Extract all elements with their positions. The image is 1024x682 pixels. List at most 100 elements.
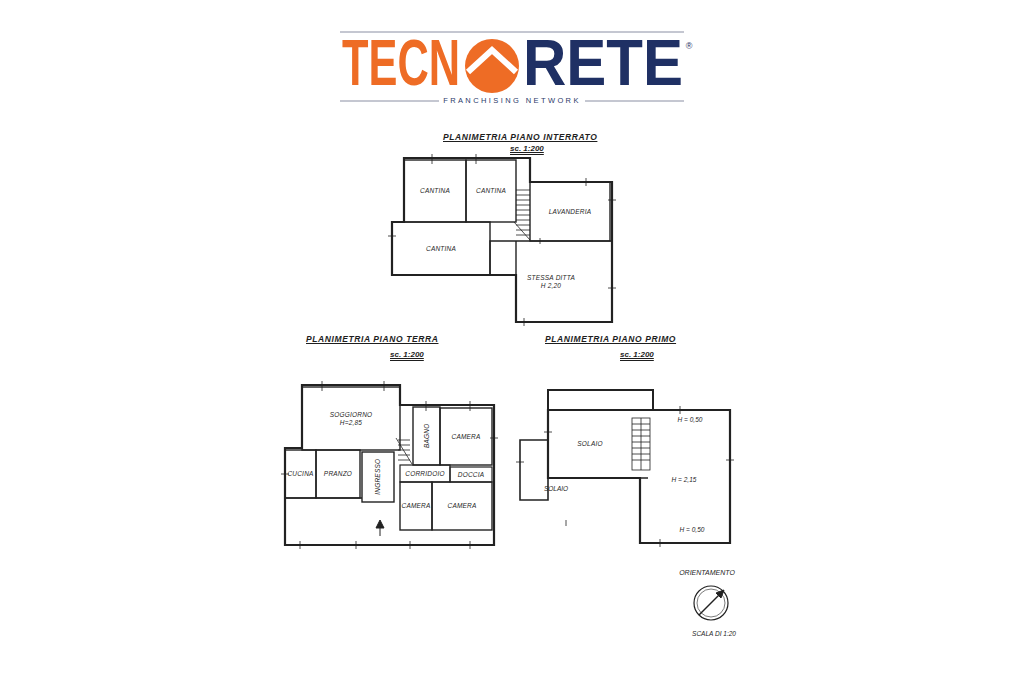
plan-line [680, 406, 681, 414]
plan-line [514, 222, 530, 240]
plan-title: PLANIMETRIA PIANO INTERRATO [443, 132, 597, 142]
room: CUCINA [285, 450, 316, 498]
plan-line [384, 381, 385, 391]
first-floor-walls [516, 390, 734, 547]
outer-wall [548, 410, 730, 543]
plan-line [432, 154, 433, 164]
plan-line [544, 432, 552, 433]
room-name: SOLAIO [577, 440, 602, 447]
room-name: PRANZO [324, 470, 352, 477]
room-name: DOCCIA [458, 471, 484, 478]
logo-text: TECN [342, 31, 460, 95]
outer-wall [520, 440, 548, 500]
plan-line [608, 200, 616, 201]
plan-line [470, 541, 471, 549]
stair-symbol [396, 438, 412, 464]
room: DOCCIA [450, 467, 492, 482]
ground-floor-walls [281, 381, 498, 549]
wall-ticks [388, 154, 616, 326]
wall [530, 182, 610, 241]
room: CANTINA [466, 160, 516, 222]
plan-title: PLANIMETRIA PIANO TERRA [306, 334, 438, 344]
room: SOGGIORNOH=2,85 [302, 387, 400, 450]
wall [432, 482, 492, 530]
wall [302, 387, 400, 450]
plan-line [516, 230, 530, 231]
plan-line [516, 210, 530, 211]
registered-mark: ® [686, 42, 693, 51]
room-name: CAMERA [447, 502, 476, 509]
logo-circle [465, 39, 519, 93]
logo-roof [468, 50, 516, 72]
plan-line [470, 401, 471, 411]
room: CANTINA [392, 222, 490, 275]
plan-line [322, 381, 323, 391]
wall [285, 450, 316, 498]
plan-scale: sc. 1:200 [390, 350, 424, 359]
height-note: H = 0,50 [680, 527, 705, 534]
room: BAGNO [413, 407, 440, 465]
plan-line [396, 438, 412, 464]
plan-scale: sc. 1:200 [510, 144, 544, 153]
room-name: CORRIDOIO [405, 470, 444, 477]
plan-line [726, 460, 734, 461]
plan-line [516, 195, 530, 196]
room: CAMERA [400, 482, 432, 530]
plan-line [716, 590, 724, 598]
plan-line [516, 215, 530, 216]
compass-symbol [694, 586, 728, 620]
room-name: INGRESSO [374, 459, 381, 495]
room: PRANZO [316, 450, 360, 498]
room-name: CAMERA [401, 502, 430, 509]
wall [515, 241, 516, 322]
compass-title: ORIENTAMENTO [679, 569, 735, 576]
plan-line [524, 318, 525, 326]
wall [450, 467, 492, 482]
plan-line [398, 455, 410, 456]
floor-plan: PLANIMETRIA PIANO PRIMOsc. 1:200SOLAIO [514, 330, 736, 546]
room-name: CAMERA [451, 433, 480, 440]
wall-ticks [516, 406, 734, 547]
room-name: STESSA DITTA [527, 274, 575, 281]
plan-line [388, 236, 396, 237]
room-height: H 2,20 [541, 282, 561, 289]
wall [316, 450, 360, 498]
plan-line [426, 401, 427, 411]
room: STESSA DITTAH 2,20 [490, 241, 612, 322]
plan-line [476, 154, 477, 164]
plan-line [694, 586, 728, 620]
logo-tagline: FRANCHISING NETWORK [439, 97, 585, 105]
plan-line [300, 541, 301, 549]
wall [466, 160, 516, 222]
plan-line [608, 288, 616, 289]
plan-line [516, 205, 530, 206]
wall [362, 452, 394, 502]
outer-wall [392, 158, 612, 322]
plan-line [516, 225, 530, 226]
outer-wall [285, 385, 494, 545]
wall-ticks [281, 381, 498, 549]
room-name: SOGGIORNO [330, 411, 373, 418]
room-name: SOLAIO [544, 486, 568, 493]
height-note: H = 0,50 [678, 417, 703, 424]
plan-line [516, 462, 524, 463]
wall [400, 482, 432, 530]
room: INGRESSO [362, 452, 394, 502]
wall [404, 160, 466, 222]
plan-line [516, 220, 530, 221]
stair-symbol [632, 418, 650, 470]
room-height: H=2,85 [340, 419, 362, 426]
basement-walls [388, 154, 616, 326]
plan-scale: sc. 1:200 [620, 350, 654, 359]
plan-line [566, 520, 567, 526]
room-name: CANTINA [476, 187, 506, 194]
room-name: CUCINA [287, 470, 313, 477]
stair-symbol [514, 190, 530, 240]
room: SOLAIO [548, 410, 632, 478]
wall [490, 241, 612, 275]
plan-line [490, 438, 498, 439]
plan-line [641, 418, 642, 470]
wall [413, 407, 440, 465]
wall [440, 408, 492, 465]
